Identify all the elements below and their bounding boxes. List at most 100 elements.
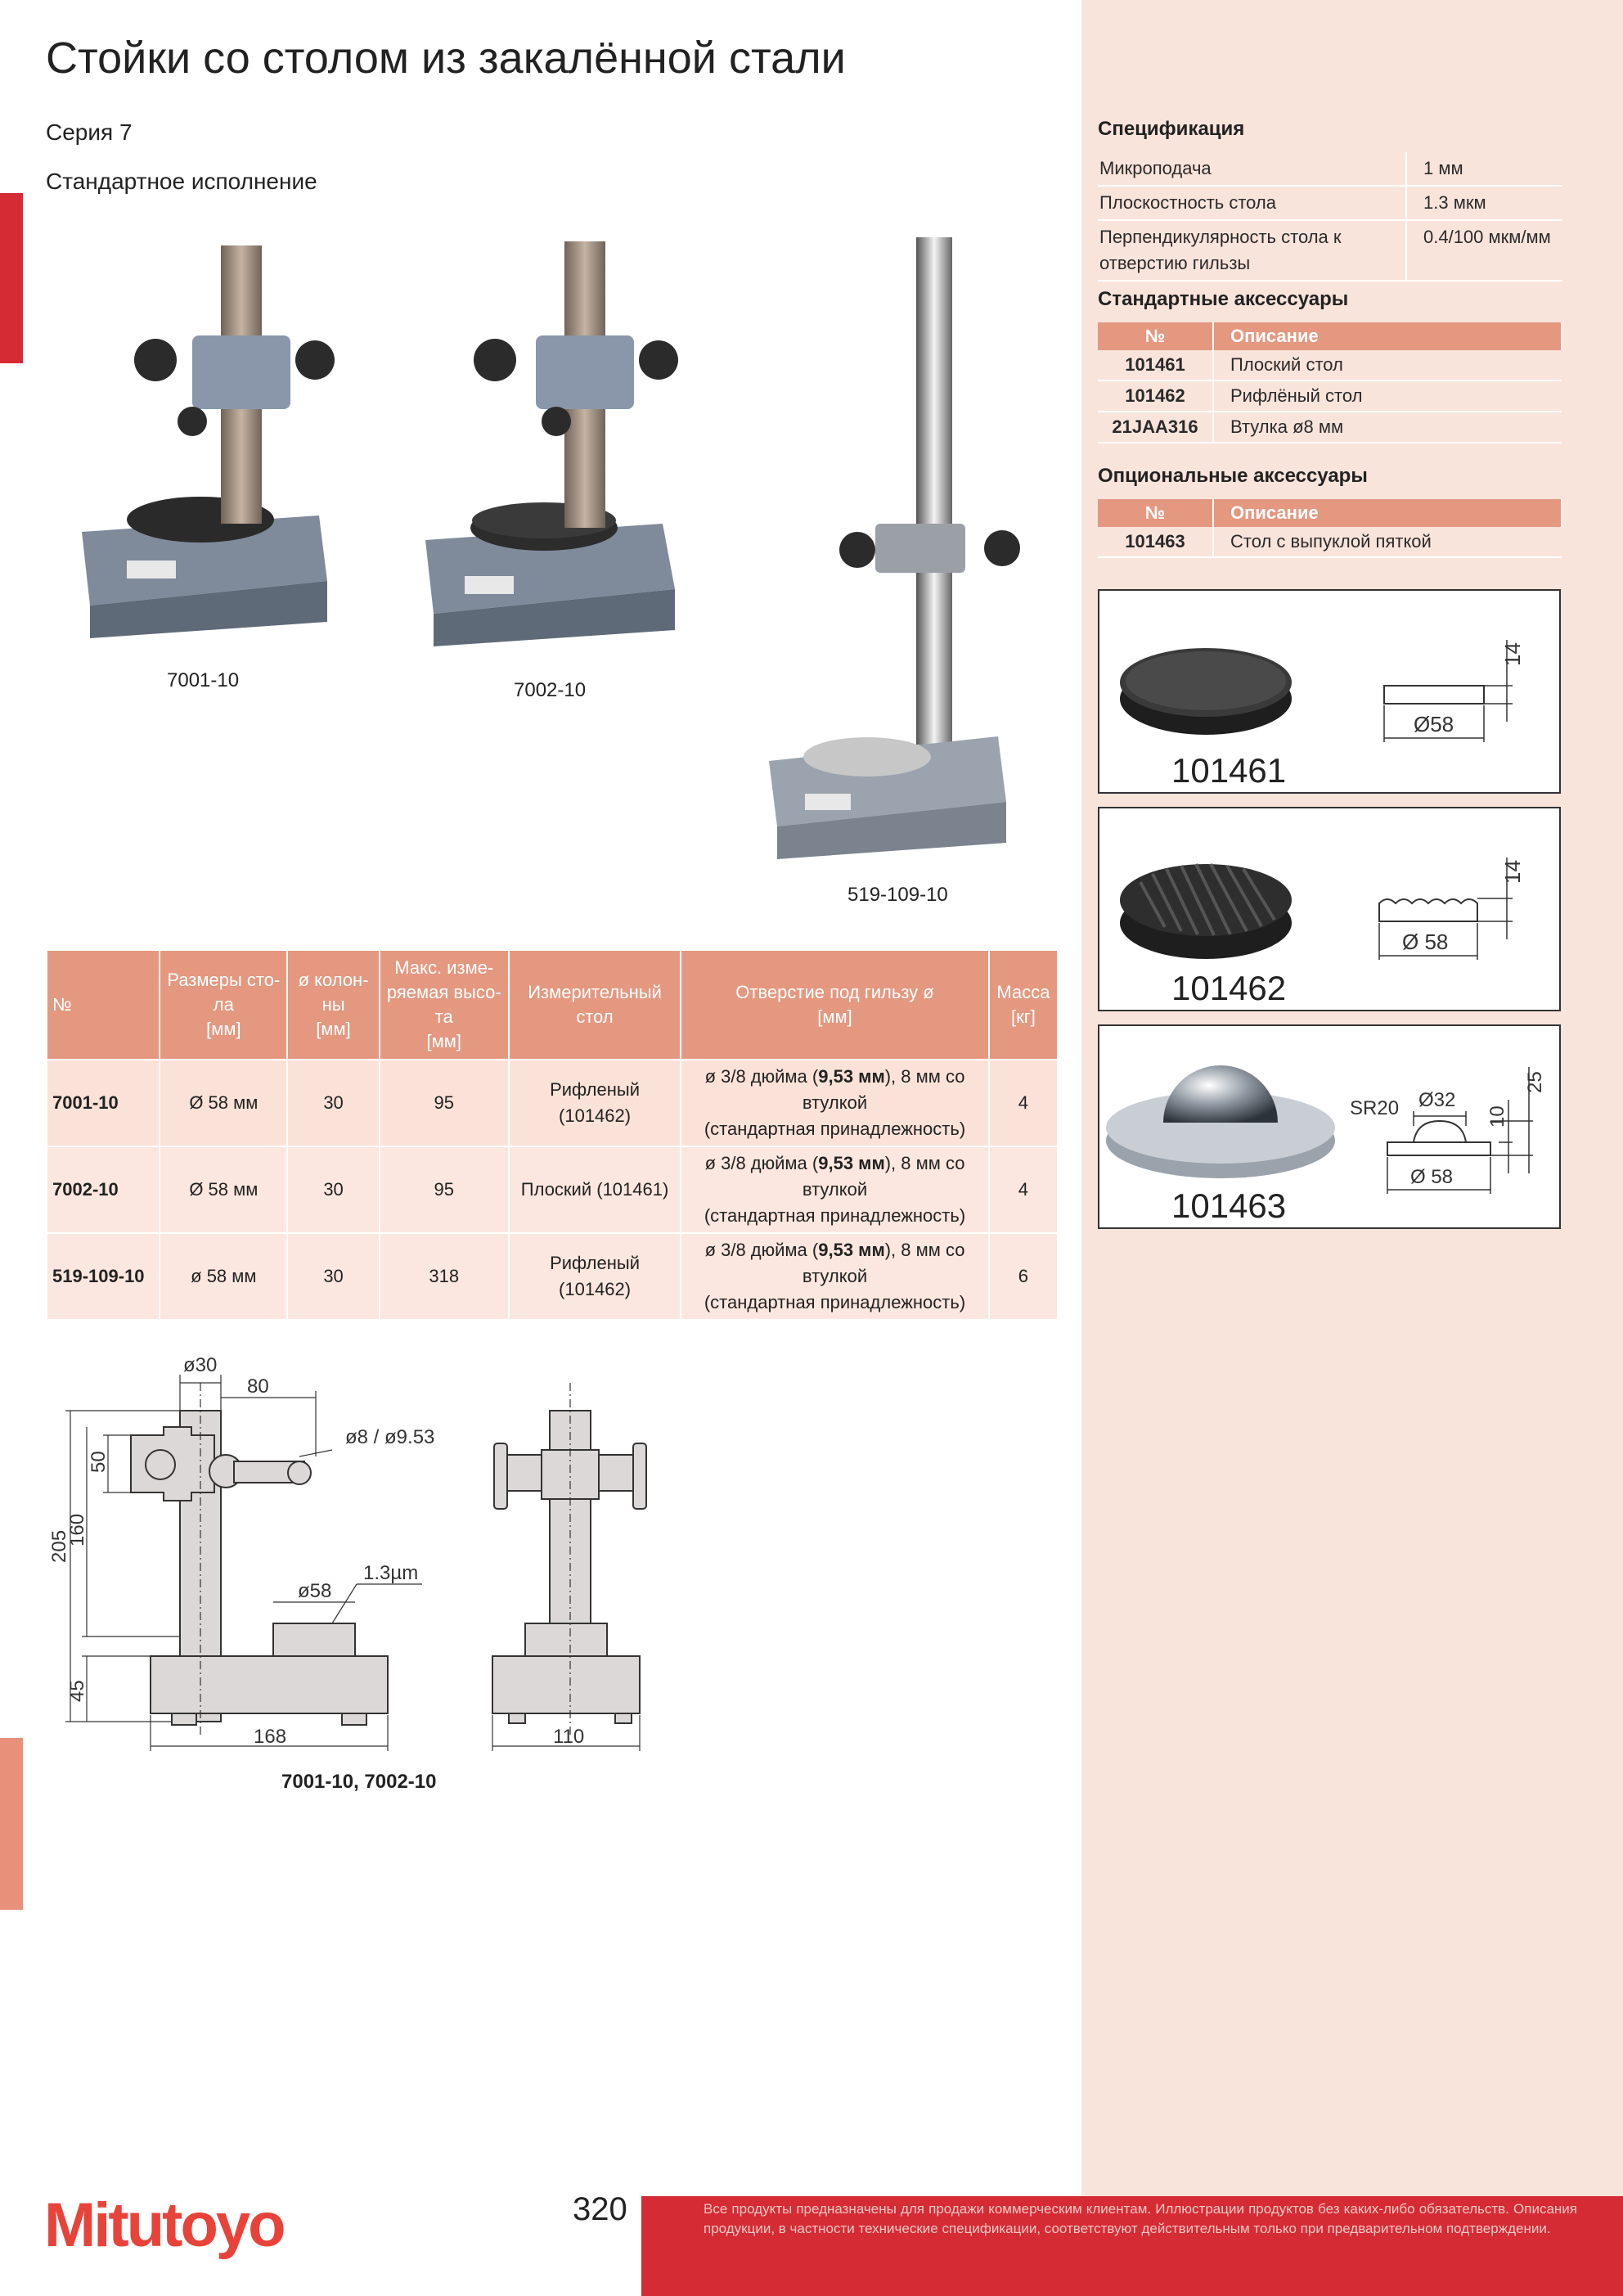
table-row: 101461 Плоский стол	[1098, 350, 1562, 381]
photo-caption-519-109-10: 519-109-10	[847, 884, 948, 906]
table-row: 519-109-10 ø 58 мм 30 318 Рифленый (1014…	[45, 1232, 1059, 1321]
drawing-caption: 7001-10, 7002-10	[281, 1771, 437, 1793]
table-row: 101462 Рифлёный стол	[1098, 380, 1562, 412]
optional-acc-heading: Опциональные аксессуары	[1098, 465, 1368, 487]
col-header-desc: Описание	[1213, 499, 1562, 527]
dim-height: 14	[1500, 642, 1525, 666]
table-row: 7002-10 Ø 58 мм 30 95 Плоский (101461) ø…	[45, 1146, 1059, 1234]
spec-row: Плоскостность стола 1.3 мкм	[1098, 186, 1562, 221]
photo-caption-7002-10: 7002-10	[514, 679, 587, 701]
acc-card-101461: 14 Ø58 101461	[1098, 589, 1561, 794]
flat-stage-drawing: 14 Ø58	[1120, 640, 1525, 742]
dim-160: 160	[66, 1514, 88, 1546]
spec-row: Перпендикулярность стола к отверстию гил…	[1098, 220, 1562, 281]
cell-mass: 6	[987, 1232, 1059, 1321]
acc-card-101463: Ø32 SR20 10 25 Ø 58 101463	[1098, 1024, 1561, 1229]
acc-desc: Втулка ø8 мм	[1213, 412, 1562, 443]
dim-radius: SR20	[1350, 1097, 1399, 1119]
dim-110: 110	[553, 1726, 584, 1748]
acc-num: 101463	[1098, 527, 1214, 558]
standard-acc-header: № Описание	[1098, 322, 1562, 350]
cell-table-size: ø 58 мм	[159, 1232, 289, 1321]
cell-hole: ø 3/8 дюйма (9,53 мм), 8 мм со втулкой (…	[680, 1059, 990, 1147]
dim-50: 50	[88, 1451, 110, 1473]
spec-label: Перпендикулярность стола к отверстию гил…	[1098, 220, 1406, 281]
cell-mass: 4	[987, 1059, 1059, 1147]
dim-diameter: Ø 58	[1410, 1166, 1453, 1188]
dim-diameter: Ø58	[1414, 712, 1454, 736]
grooved-stage-drawing: 14 Ø 58	[1120, 858, 1525, 960]
dim-168: 168	[254, 1726, 286, 1748]
series-label: Серия 7	[46, 119, 133, 145]
page-number: 320	[573, 2191, 627, 2227]
spec-label: Плоскостность стола	[1098, 186, 1406, 221]
col-header-column: ø колон- ны [мм]	[286, 949, 380, 1060]
dim-205: 205	[48, 1530, 70, 1563]
product-photo-7002-10	[425, 241, 678, 646]
cell-column: 30	[286, 1232, 380, 1321]
optional-acc-table: № Описание 101463 Стол с выпуклой пяткой	[1098, 499, 1562, 558]
acc-card-id: 101461	[1171, 751, 1287, 790]
table-row: 7001-10 Ø 58 мм 30 95 Рифленый (101462) …	[45, 1059, 1059, 1147]
cell-model: 519-109-10	[45, 1232, 161, 1321]
acc-desc: Плоский стол	[1213, 350, 1562, 381]
dim-diameter: Ø 58	[1402, 930, 1448, 954]
cell-column: 30	[286, 1059, 380, 1147]
cell-model: 7001-10	[45, 1059, 161, 1147]
dim-table-diameter: ø58	[298, 1580, 331, 1602]
col-header-hole: Отверстие под гильзу ø [мм]	[680, 949, 990, 1060]
spec-value: 1.3 мкм	[1405, 186, 1562, 221]
spec-table: Микроподача 1 мм Плоскостность стола 1.3…	[1098, 152, 1562, 281]
models-table-header: № Размеры сто- ла [мм] ø колон- ны [мм] …	[45, 949, 1059, 1060]
dim-ball-diameter: Ø32	[1418, 1089, 1455, 1111]
spec-value: 0.4/100 мкм/мм	[1405, 220, 1562, 281]
cell-hole: ø 3/8 дюйма (9,53 мм), 8 мм со втулкой (…	[680, 1146, 990, 1234]
cell-model: 7002-10	[45, 1146, 161, 1234]
acc-num: 101462	[1098, 380, 1214, 412]
standard-acc-heading: Стандартные аксессуары	[1098, 288, 1349, 310]
product-photo-7001-10	[82, 245, 335, 638]
acc-card-id: 101462	[1171, 969, 1287, 1007]
cell-hole: ø 3/8 дюйма (9,53 мм), 8 мм со втулкой (…	[680, 1232, 990, 1321]
cell-height: 95	[378, 1059, 510, 1147]
cell-height: 95	[378, 1146, 510, 1234]
col-header-stage: Измерительный стол	[507, 949, 682, 1060]
cell-table-size: Ø 58 мм	[159, 1059, 289, 1147]
mitutoyo-logo: Mitutoyo	[44, 2190, 286, 2260]
dim-height-10: 10	[1486, 1105, 1508, 1128]
dim-45: 45	[66, 1680, 88, 1702]
col-header-model: №	[45, 949, 161, 1060]
dim-height-25: 25	[1524, 1071, 1546, 1093]
cell-height: 318	[378, 1232, 510, 1321]
footer-band	[641, 2196, 1623, 2296]
models-table: № Размеры сто- ла [мм] ø колон- ны [мм] …	[45, 949, 1059, 1321]
cell-stage: Плоский (101461)	[507, 1146, 682, 1234]
spec-value: 1 мм	[1405, 152, 1562, 187]
col-header-table-size: Размеры сто- ла [мм]	[159, 949, 289, 1060]
col-header-num: №	[1098, 322, 1214, 350]
version-label: Стандартное исполнение	[46, 169, 317, 194]
dim-column-diameter: ø30	[183, 1354, 217, 1376]
photo-caption-7001-10: 7001-10	[167, 669, 240, 691]
acc-card-101462: 14 Ø 58 101462	[1098, 807, 1561, 1011]
technical-drawing: ø30 80 ø8 / ø9.53 50 160 205 ø58 1.3µm 4…	[48, 1354, 647, 1751]
col-header-mass: Масса [кг]	[987, 949, 1059, 1060]
col-header-desc: Описание	[1213, 322, 1562, 350]
product-photo-519-109-10	[769, 237, 1020, 859]
col-header-height: Макс. изме- ряемая высо- та [мм]	[378, 949, 510, 1060]
spec-row: Микроподача 1 мм	[1098, 152, 1562, 187]
footer-disclaimer: Все продукты предназначены для продажи к…	[704, 2201, 1577, 2236]
cell-stage: Рифленый (101462)	[507, 1232, 682, 1321]
table-row: 101463 Стол с выпуклой пяткой	[1098, 527, 1562, 558]
dim-height: 14	[1500, 860, 1525, 884]
optional-acc-header: № Описание	[1098, 499, 1562, 527]
ball-stage-drawing: Ø32 SR20 10 25 Ø 58	[1106, 1065, 1546, 1194]
page-title: Стойки со столом из закалённой стали	[46, 34, 846, 83]
edge-tab-red	[0, 193, 23, 363]
cell-mass: 4	[987, 1146, 1059, 1234]
acc-desc: Стол с выпуклой пяткой	[1213, 527, 1562, 558]
cell-table-size: Ø 58 мм	[159, 1146, 289, 1234]
spec-heading: Спецификация	[1098, 118, 1245, 140]
table-row: 21JAA316 Втулка ø8 мм	[1098, 412, 1562, 443]
acc-num: 21JAA316	[1098, 412, 1214, 443]
